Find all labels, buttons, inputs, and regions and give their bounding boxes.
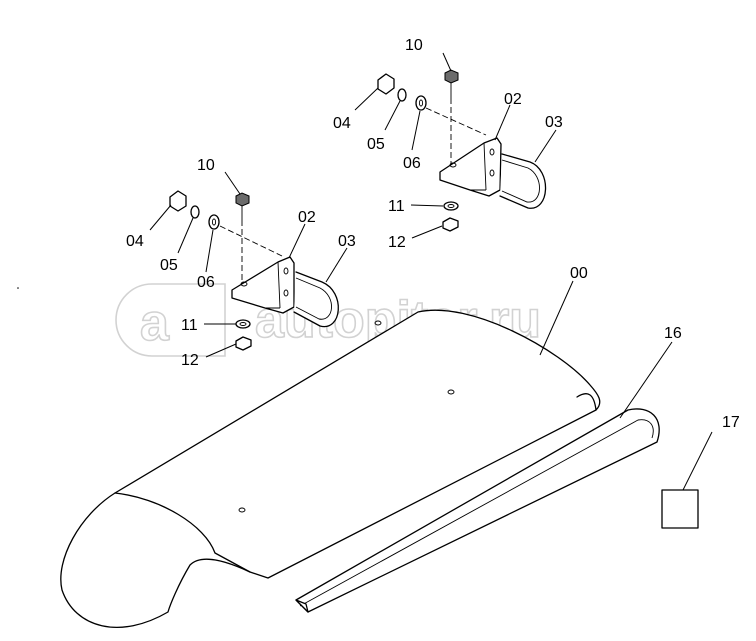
guard-plate-hole-3	[238, 507, 246, 513]
lower-l-bracket-02-fold	[265, 261, 281, 309]
lower-washer-11-hole	[239, 322, 247, 326]
leader-00	[539, 280, 574, 356]
callout-upper-05: 05	[367, 136, 385, 153]
leader-lower-10	[224, 171, 241, 195]
guard-plate-hole-2	[447, 389, 455, 395]
leader-lower-02	[288, 223, 306, 259]
callout-upper-06: 06	[403, 155, 421, 172]
callout-16: 16	[664, 325, 682, 342]
watermark-logo-letter: a	[140, 294, 170, 352]
upper-bolt-10	[444, 69, 459, 84]
leader-lower-06	[205, 229, 214, 273]
guard-plate-right-roll	[576, 393, 597, 411]
lower-washer-centerline	[219, 225, 283, 257]
leader-16	[619, 341, 673, 419]
callout-00: 00	[570, 265, 588, 282]
callout-upper-03: 03	[545, 114, 563, 131]
lower-u-bolt-03	[293, 271, 339, 328]
edge-strip-end	[295, 599, 309, 613]
upper-l-bracket-02-hole-c	[489, 169, 495, 177]
upper-washer-centerline	[425, 107, 487, 136]
leader-17	[682, 431, 713, 491]
leader-upper-04	[354, 87, 379, 111]
guard-plate-00	[60, 309, 601, 628]
leader-lower-03	[325, 247, 348, 283]
callout-lower-10: 10	[197, 157, 215, 174]
upper-bracket-assembly	[377, 69, 547, 232]
edge-strip-inner-line	[299, 419, 654, 607]
lower-lock-washer-05	[190, 205, 200, 219]
leader-upper-06	[411, 110, 421, 151]
label-plate-17	[661, 489, 699, 529]
upper-u-bolt-03	[499, 153, 547, 209]
callout-upper-02: 02	[504, 91, 522, 108]
lower-u-bolt-03-inner	[295, 277, 332, 320]
guard-plate-body	[60, 309, 601, 628]
callout-upper-11: 11	[388, 198, 405, 215]
upper-l-bracket-02-hole-a	[449, 162, 457, 168]
lower-l-bracket-02-hole-a	[240, 281, 248, 287]
stray-dot	[17, 287, 19, 289]
lower-cap-nut-04	[169, 190, 187, 212]
upper-lock-washer-05	[397, 88, 407, 102]
callout-lower-05: 05	[160, 257, 178, 274]
callout-upper-04: 04	[333, 115, 351, 132]
callout-lower-11: 11	[181, 317, 198, 334]
lower-washer-11	[235, 319, 251, 329]
callout-upper-12: 12	[388, 234, 406, 251]
callout-lower-02: 02	[298, 209, 316, 226]
callout-lower-03: 03	[338, 233, 356, 250]
leader-lower-12	[205, 343, 237, 358]
upper-flat-washer-06	[415, 95, 427, 111]
upper-washer-11-hole	[447, 204, 455, 208]
lower-bolt-10	[235, 192, 250, 207]
guard-plate-hole-1	[374, 320, 382, 326]
lower-flat-washer-06	[208, 214, 220, 230]
upper-flat-washer-06-hole	[418, 99, 424, 107]
upper-l-bracket-02-hole-b	[489, 148, 495, 156]
guard-plate-left-roll	[114, 492, 251, 573]
lower-nut-12	[235, 336, 252, 351]
upper-l-bracket-02	[439, 137, 502, 197]
callout-lower-12: 12	[181, 352, 199, 369]
leader-upper-03	[534, 129, 557, 163]
callout-upper-10: 10	[405, 37, 423, 54]
upper-washer-11	[443, 201, 459, 211]
lower-l-bracket-02-hole-b	[283, 267, 289, 275]
callout-lower-04: 04	[126, 233, 144, 250]
leader-lines	[149, 52, 713, 491]
upper-nut-12	[442, 217, 459, 232]
upper-l-bracket-02-fold	[470, 142, 487, 191]
edge-strip-body	[295, 408, 660, 613]
leader-upper-05	[384, 100, 401, 131]
callout-17: 17	[722, 414, 740, 431]
lower-l-bracket-02-hole-c	[283, 289, 289, 297]
watermark-logo-ring	[115, 283, 226, 357]
leader-upper-10	[442, 52, 452, 72]
leader-upper-12	[411, 225, 443, 239]
upper-u-bolt-03-inner	[501, 159, 540, 203]
leader-upper-11	[410, 204, 444, 207]
lower-bracket-assembly	[169, 190, 339, 351]
edge-strip-16	[295, 408, 660, 613]
upper-cap-nut-04	[377, 73, 395, 95]
callouts: 00 16 17 10 04 05 06 02 03 11 12 10 04 0…	[126, 37, 740, 431]
lower-flat-washer-06-hole	[211, 218, 217, 226]
leader-lower-04	[149, 204, 172, 231]
callout-lower-06: 06	[197, 274, 215, 291]
leader-lower-05	[177, 217, 194, 254]
leader-upper-02	[494, 104, 511, 141]
